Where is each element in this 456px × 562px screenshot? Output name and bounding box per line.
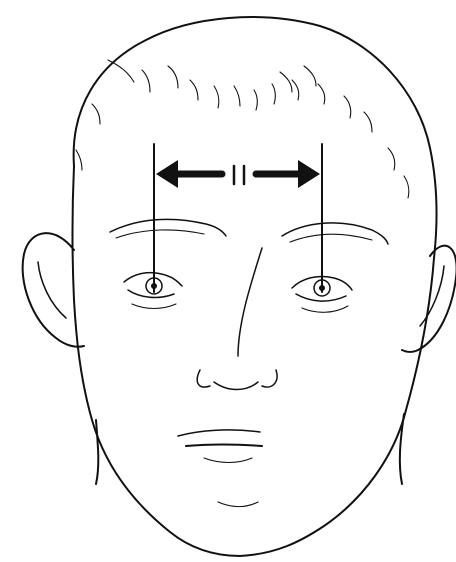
nose-bridge	[238, 248, 262, 356]
right-eyebrow	[282, 223, 388, 244]
equal-mark-icon	[234, 166, 244, 184]
arrowhead-right-icon	[298, 160, 320, 188]
neck-left	[96, 420, 98, 484]
head-outline	[73, 17, 437, 556]
hairline	[76, 60, 409, 198]
mouth-upper-lip	[178, 430, 260, 436]
left-ear-inner	[38, 262, 66, 318]
mouth-lip-line	[186, 445, 262, 447]
chin	[218, 502, 258, 507]
nose-base	[197, 370, 277, 390]
right-eyebrow-lower	[290, 234, 372, 242]
mouth-lower-lip	[204, 458, 252, 463]
arrowhead-left-icon	[156, 160, 178, 188]
left-eyebrow-lower	[116, 230, 204, 238]
left-ear	[23, 233, 84, 347]
left-eyebrow	[110, 219, 226, 236]
neck-right	[400, 414, 404, 484]
double-headed-arrow-icon	[156, 160, 320, 188]
